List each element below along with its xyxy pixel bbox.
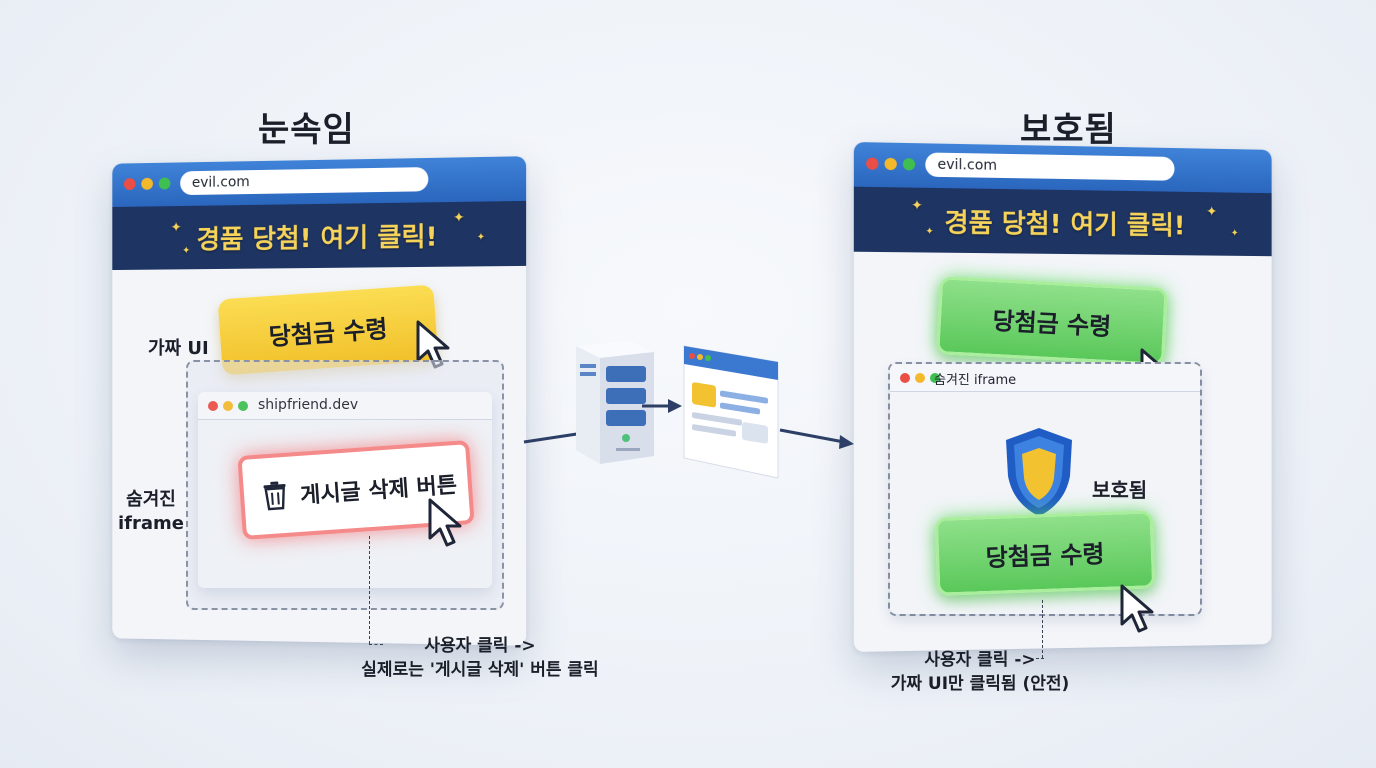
- right-titlebar: evil.com: [854, 142, 1272, 193]
- cursor-arrow-icon: [1118, 584, 1158, 636]
- window-controls: [866, 157, 915, 170]
- maximize-dot-icon[interactable]: [159, 177, 171, 189]
- hidden-iframe-label-line2: iframe: [118, 512, 184, 536]
- sparkle-icon: ✦: [925, 226, 934, 237]
- left-caption-connector: [369, 536, 370, 644]
- fake-ui-label: 가짜 UI: [148, 334, 209, 360]
- minimize-dot-icon: [223, 401, 233, 411]
- minimize-dot-icon[interactable]: [141, 178, 153, 190]
- right-address-bar[interactable]: evil.com: [925, 152, 1174, 180]
- sparkle-icon: ✦: [911, 198, 923, 214]
- right-iframe-titlebar: 숨겨진 iframe: [890, 364, 1200, 392]
- right-iframe-label: 숨겨진 iframe: [934, 369, 1016, 388]
- hidden-iframe-label-line1: 숨겨진: [118, 488, 184, 512]
- close-dot-icon[interactable]: [866, 157, 878, 169]
- iframe-window-controls: [208, 401, 248, 411]
- left-banner-text: 경품 당첨! 여기 클릭!: [197, 216, 438, 256]
- left-titlebar: evil.com: [112, 156, 526, 207]
- flow-arrow-2: [640, 396, 684, 416]
- minimize-dot-icon[interactable]: [885, 158, 897, 170]
- right-caption: 사용자 클릭 -> 가짜 UI만 클릭됨 (안전): [850, 648, 1110, 696]
- maximize-dot-icon: [238, 401, 248, 411]
- hidden-iframe-label: 숨겨진 iframe: [118, 488, 184, 536]
- close-dot-icon: [900, 373, 910, 383]
- left-prize-banner: ✦ ✦ 경품 당첨! 여기 클릭! ✦ ✦: [112, 201, 526, 270]
- minimize-dot-icon: [915, 373, 925, 383]
- right-fake-claim-button[interactable]: 당첨금 수령: [936, 276, 1168, 366]
- window-controls: [124, 177, 171, 190]
- right-caption-line2: 가짜 UI만 클릭됨 (안전): [850, 672, 1110, 696]
- close-dot-icon: [208, 401, 218, 411]
- iframe-titlebar: shipfriend.dev: [198, 392, 492, 420]
- maximize-dot-icon[interactable]: [903, 158, 915, 170]
- left-address-bar[interactable]: evil.com: [180, 167, 428, 195]
- left-caption-line1: 사용자 클릭 ->: [320, 634, 640, 658]
- iframe-address: shipfriend.dev: [258, 397, 358, 413]
- sparkle-icon: ✦: [182, 245, 190, 256]
- sparkle-icon: ✦: [170, 220, 181, 236]
- close-dot-icon[interactable]: [124, 178, 136, 190]
- right-title: 보호됨: [1020, 102, 1117, 151]
- shield-protected-label: 보호됨: [1092, 474, 1147, 503]
- sparkle-icon: ✦: [477, 232, 486, 243]
- right-banner-text: 경품 당첨! 여기 클릭!: [944, 202, 1185, 242]
- inner-claim-button[interactable]: 당첨금 수령: [935, 510, 1156, 596]
- left-caption: 사용자 클릭 -> 실제로는 '게시글 삭제' 버튼 클릭: [320, 634, 640, 682]
- sparkle-icon: ✦: [1206, 204, 1217, 220]
- left-title: 눈속임: [258, 102, 355, 151]
- browser-icon: [680, 340, 784, 480]
- flow-arrow-3: [778, 422, 858, 452]
- right-prize-banner: ✦ ✦ 경품 당첨! 여기 클릭! ✦ ✦: [854, 187, 1272, 257]
- sparkle-icon: ✦: [1231, 228, 1239, 239]
- left-caption-line2: 실제로는 '게시글 삭제' 버튼 클릭: [320, 658, 640, 682]
- trash-icon: [261, 480, 289, 512]
- shield-icon: [1002, 426, 1076, 518]
- sparkle-icon: ✦: [453, 210, 465, 226]
- cursor-arrow-icon: [426, 498, 466, 550]
- right-caption-line1: 사용자 클릭 ->: [850, 648, 1110, 672]
